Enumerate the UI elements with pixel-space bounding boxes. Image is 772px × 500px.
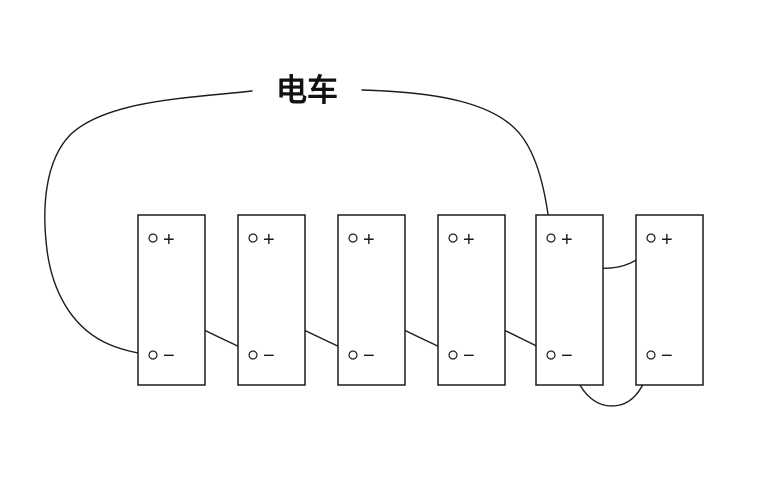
wire-tram-to-battery1-negative xyxy=(44,90,253,356)
battery-cell-3: + − xyxy=(337,214,406,386)
battery-cell-5: + − xyxy=(535,214,604,386)
positive-terminal xyxy=(646,233,656,243)
negative-label: − xyxy=(263,345,275,367)
negative-label: − xyxy=(363,345,375,367)
negative-terminal xyxy=(448,350,458,360)
negative-terminal xyxy=(348,350,358,360)
positive-terminal xyxy=(248,233,258,243)
battery-cell-2: + − xyxy=(237,214,306,386)
wire-tram-to-battery6-positive xyxy=(361,89,651,269)
positive-label: + xyxy=(463,229,475,251)
battery-cell-6: + − xyxy=(635,214,704,386)
negative-terminal xyxy=(248,350,258,360)
negative-terminal xyxy=(148,350,158,360)
positive-label: + xyxy=(661,229,673,251)
positive-terminal xyxy=(448,233,458,243)
battery-cell-4: + − xyxy=(437,214,506,386)
positive-terminal xyxy=(546,233,556,243)
positive-terminal xyxy=(348,233,358,243)
battery-cell-1: + − xyxy=(137,214,206,386)
positive-label: + xyxy=(163,229,175,251)
positive-label: + xyxy=(363,229,375,251)
positive-label: + xyxy=(263,229,275,251)
positive-label: + xyxy=(561,229,573,251)
positive-terminal xyxy=(148,233,158,243)
negative-terminal xyxy=(546,350,556,360)
negative-label: − xyxy=(661,345,673,367)
negative-label: − xyxy=(463,345,475,367)
tram-label: 电车 xyxy=(276,73,338,108)
negative-label: − xyxy=(163,345,175,367)
negative-terminal xyxy=(646,350,656,360)
negative-label: − xyxy=(561,345,573,367)
